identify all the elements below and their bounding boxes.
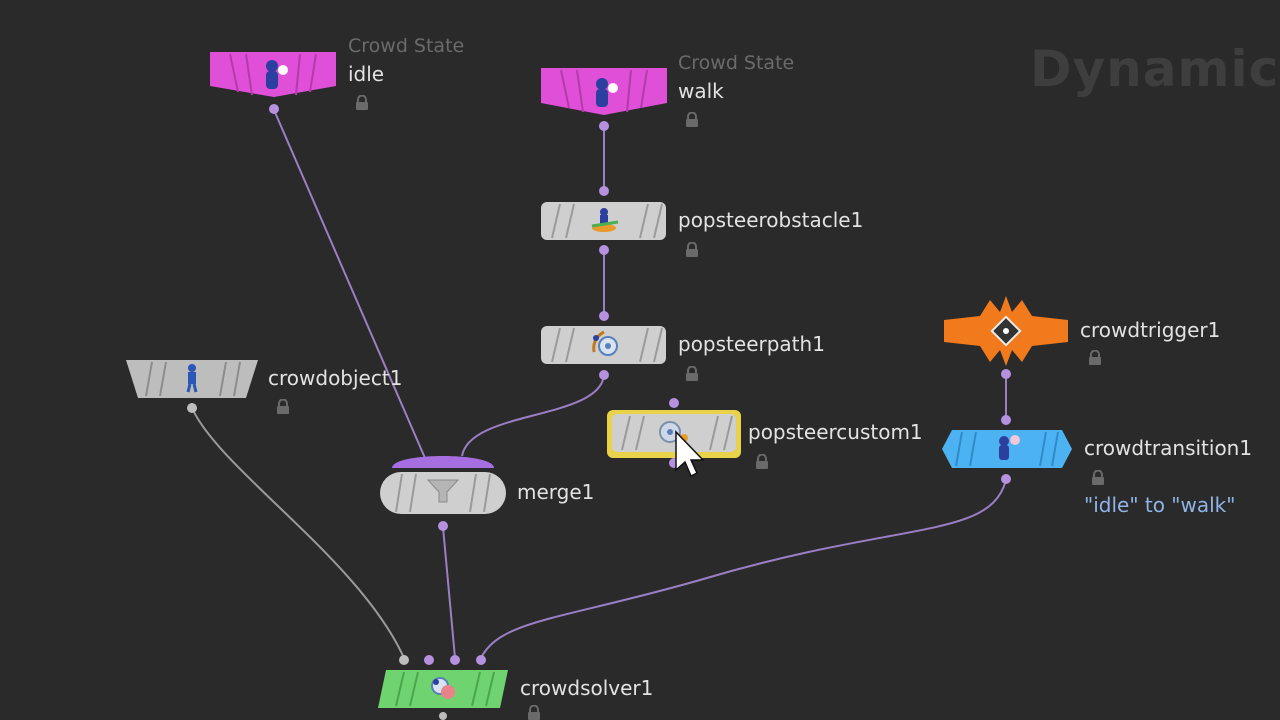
agent-icon (596, 78, 618, 107)
output-connector[interactable] (439, 712, 447, 720)
obstacle-steer-icon (591, 208, 619, 232)
output-connector[interactable] (1001, 474, 1011, 484)
node-crowdsolver[interactable] (378, 655, 508, 720)
input-connector-1[interactable] (399, 655, 409, 665)
wire-transition-to-solver[interactable] (480, 479, 1007, 659)
node-merge[interactable] (380, 456, 506, 531)
merge-funnel-icon (426, 479, 460, 503)
agent-icon (266, 60, 288, 89)
lock-icon[interactable] (685, 242, 699, 257)
node-crowdtransition[interactable] (942, 415, 1072, 484)
node-name-popsteercustom[interactable]: popsteercustom1 (748, 420, 923, 444)
solver-icon (431, 677, 455, 699)
path-steer-icon (592, 330, 618, 356)
wire-idle-to-merge[interactable] (273, 109, 426, 459)
lock-icon[interactable] (1088, 350, 1102, 365)
lock-icon[interactable] (685, 366, 699, 381)
custom-steer-icon (659, 421, 688, 443)
transition-agent-icon (999, 435, 1020, 460)
output-connector[interactable] (269, 104, 279, 114)
node-crowd-state-walk[interactable] (541, 68, 667, 131)
node-name-popsteerobstacle[interactable]: popsteerobstacle1 (678, 208, 864, 232)
lock-icon[interactable] (527, 705, 541, 720)
node-comment-crowdtransition: "idle" to "walk" (1084, 493, 1236, 517)
output-connector[interactable] (599, 245, 609, 255)
input-connector[interactable] (599, 186, 609, 196)
node-name-crowdtransition[interactable]: crowdtransition1 (1084, 436, 1253, 460)
node-type-label-idle: Crowd State (348, 35, 465, 57)
node-crowdtrigger[interactable] (944, 296, 1068, 379)
network-context-label: Dynamics (1030, 40, 1280, 98)
input-connector-3[interactable] (450, 655, 460, 665)
output-connector[interactable] (599, 370, 609, 380)
crowd-agent-icon (186, 364, 198, 393)
lock-icon[interactable] (1091, 470, 1105, 485)
node-name-popsteerpath[interactable]: popsteerpath1 (678, 332, 825, 356)
output-connector[interactable] (1001, 369, 1011, 379)
output-connector[interactable] (438, 521, 448, 531)
wire-path-to-merge[interactable] (461, 374, 605, 457)
input-connector-4[interactable] (476, 655, 486, 665)
node-popsteerpath[interactable] (541, 311, 666, 380)
wires (191, 109, 1007, 659)
input-connector-2[interactable] (424, 655, 434, 665)
input-connector[interactable] (599, 311, 609, 321)
node-popsteerobstacle[interactable] (541, 186, 666, 255)
node-name-crowdsolver[interactable]: crowdsolver1 (520, 676, 654, 700)
node-type-label-walk: Crowd State (678, 52, 795, 74)
lock-icon[interactable] (355, 95, 369, 110)
lock-icon[interactable] (276, 399, 290, 414)
node-crowdobject[interactable] (126, 360, 258, 413)
lock-icon[interactable] (685, 112, 699, 127)
output-connector[interactable] (187, 403, 197, 413)
node-name-idle[interactable]: idle (348, 62, 385, 86)
input-connector[interactable] (1001, 415, 1011, 425)
input-connector[interactable] (669, 398, 679, 408)
wire-merge-to-solver[interactable] (442, 526, 456, 659)
wire-crowdobject-to-solver[interactable] (191, 407, 405, 659)
node-popsteercustom[interactable] (607, 398, 741, 468)
output-connector[interactable] (599, 121, 609, 131)
mouse-pointer-icon (675, 430, 705, 478)
lock-icon[interactable] (755, 454, 769, 469)
trigger-diamond-icon (990, 315, 1022, 347)
node-crowd-state-idle[interactable] (210, 52, 336, 114)
node-name-walk[interactable]: walk (678, 79, 724, 103)
node-name-crowdobject[interactable]: crowdobject1 (268, 366, 403, 390)
node-name-crowdtrigger[interactable]: crowdtrigger1 (1080, 318, 1221, 342)
node-name-merge[interactable]: merge1 (517, 480, 595, 504)
